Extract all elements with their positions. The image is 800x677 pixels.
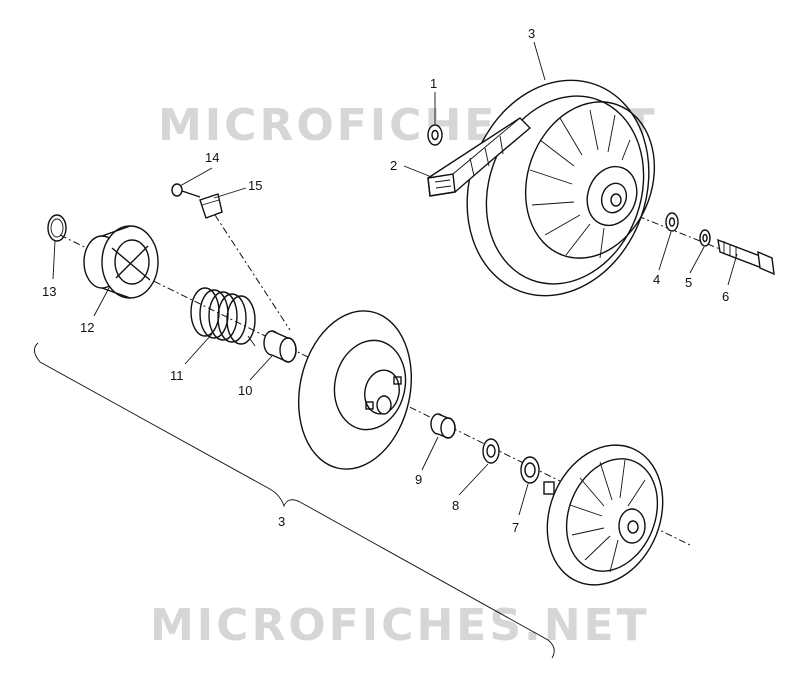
- snap-ring-13: [47, 214, 67, 242]
- washer-1: [427, 124, 443, 146]
- callout-14: 14: [205, 150, 219, 165]
- callout-12: 12: [80, 320, 94, 335]
- helix-cam-12: [83, 225, 159, 299]
- bolt-6: [717, 238, 775, 276]
- callout-1: 1: [430, 76, 437, 91]
- callout-3-top: 3: [528, 26, 535, 41]
- callout-5: 5: [685, 275, 692, 290]
- callout-8: 8: [452, 498, 459, 513]
- callout-13: 13: [42, 284, 56, 299]
- callout-9: 9: [415, 472, 422, 487]
- button-15: [199, 193, 223, 219]
- callout-11: 11: [170, 368, 184, 383]
- callout-10: 10: [238, 383, 252, 398]
- drive-belt: [427, 117, 532, 197]
- bushing-10: [263, 330, 297, 363]
- callout-2: 2: [390, 158, 397, 173]
- washer-8: [482, 438, 500, 464]
- callout-3-bracket: 3: [278, 514, 285, 529]
- washer-4: [665, 212, 679, 232]
- driven-clutch-assembly: [466, 79, 656, 297]
- callout-15: 15: [248, 178, 262, 193]
- callout-6: 6: [722, 289, 729, 304]
- callout-7: 7: [512, 520, 519, 535]
- washer-7: [520, 456, 540, 484]
- callout-4: 4: [653, 272, 660, 287]
- screw-14: [171, 183, 201, 198]
- lock-washer-5: [699, 229, 711, 247]
- bushing-9: [430, 413, 456, 439]
- moveable-sheave: [297, 310, 413, 470]
- leader-lines: [52, 41, 738, 516]
- spring-11: [190, 287, 256, 347]
- assembly-bracket: [34, 342, 555, 659]
- callout-labels: 1 2 3 4 5 6 7 8 9 10 11 12 13 14 15 3: [42, 26, 729, 535]
- watermark-bottom: MICROFICHES.NET: [150, 600, 650, 651]
- stationary-sheave: [543, 444, 664, 586]
